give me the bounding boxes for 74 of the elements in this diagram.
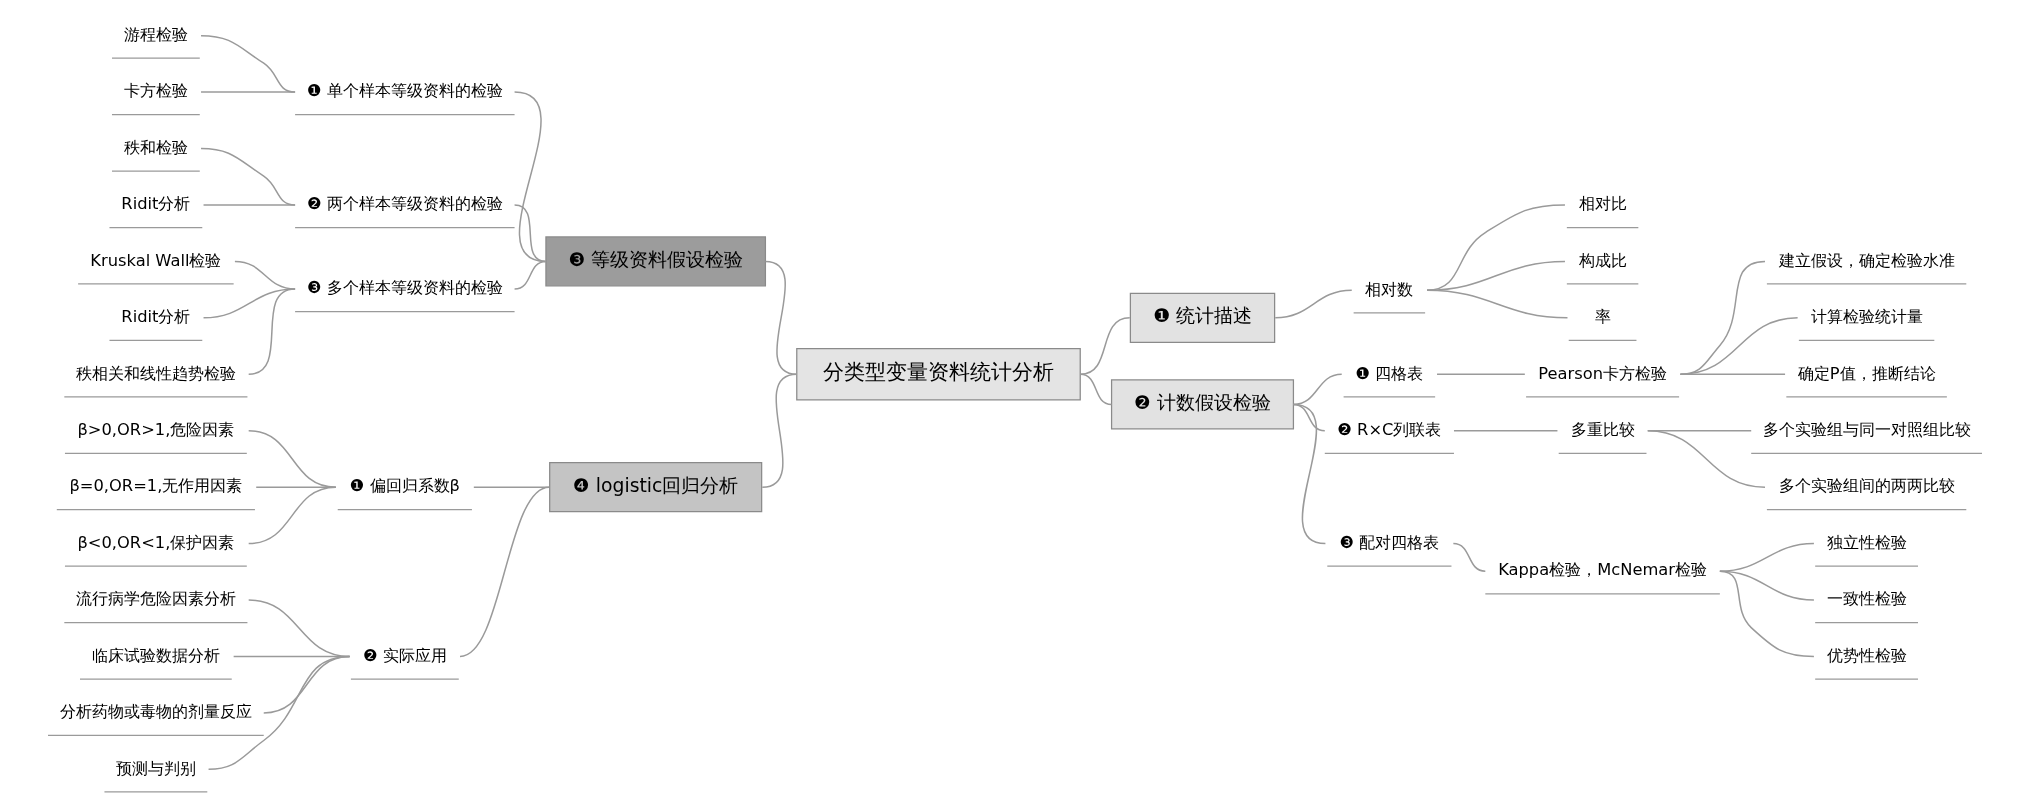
- connector: [1274, 289, 1352, 319]
- connector: [207, 655, 350, 771]
- connector: [513, 260, 547, 290]
- connector: [458, 486, 550, 658]
- connector: [247, 429, 337, 488]
- node-text: ❶ 四格表: [1354, 363, 1423, 383]
- connector: [1425, 204, 1566, 291]
- node-text: 相对数: [1364, 279, 1413, 299]
- node-text: ❶ 偏回归系数β: [349, 476, 460, 496]
- connector: [1718, 570, 1815, 601]
- node-text: 预测与判别: [115, 758, 196, 778]
- connector: [202, 204, 296, 206]
- node-text: 卡方检验: [123, 81, 188, 101]
- node-text: β=0,OR=1,无作用因素: [68, 476, 242, 496]
- node-text: ❷ 两个样本等级资料的检验: [306, 194, 503, 214]
- node-text: Ridit分析: [120, 307, 190, 327]
- connector: [1452, 429, 1558, 432]
- connector: [199, 34, 296, 93]
- connector: [199, 147, 296, 206]
- node-text: 构成比: [1578, 250, 1627, 270]
- node-box: 分类型变量资料统计分析: [795, 347, 1081, 401]
- connector: [764, 260, 798, 376]
- node-text: 分析药物或毒物的剂量反应: [59, 702, 252, 722]
- connector: [1078, 317, 1130, 376]
- node-text: Pearson卡方检验: [1537, 363, 1667, 383]
- node-text: ❶ 单个样本等级资料的检验: [306, 81, 503, 101]
- connector: [247, 288, 296, 376]
- node-text: ❸ 配对四格表: [1338, 532, 1439, 552]
- connector: [1679, 317, 1798, 376]
- node-text: 确定P值，推断结论: [1797, 363, 1936, 383]
- connector: [1646, 429, 1766, 488]
- node-text: 多个实验组与同一对照组比较: [1762, 419, 1971, 439]
- node-text: 优势性检验: [1826, 645, 1907, 665]
- node-text: 相对比: [1578, 194, 1627, 214]
- node-text: β>0,OR>1,危险因素: [76, 419, 234, 439]
- node-box: ❷ 计数假设检验: [1110, 379, 1294, 430]
- node-box: ❹ logistic回归分析: [548, 462, 762, 513]
- connector: [761, 373, 798, 488]
- node-text: 计算检验统计量: [1810, 307, 1923, 327]
- node-text: ❸ 多个样本等级资料的检验: [306, 278, 503, 298]
- node-text: 游程检验: [123, 24, 188, 44]
- node-text: 多个实验组间的两两比较: [1778, 476, 1955, 496]
- node-text: 率: [1594, 307, 1611, 327]
- node-text: ❷ 实际应用: [362, 645, 447, 665]
- node-text: 临床试验数据分析: [91, 645, 220, 665]
- node-text: Kruskal Wall检验: [89, 250, 221, 270]
- connector: [1452, 542, 1486, 572]
- node-text: β<0,OR<1,保护因素: [76, 532, 234, 552]
- node-text: 独立性检验: [1826, 532, 1907, 552]
- node-text: Ridit分析: [120, 194, 190, 214]
- connector: [1425, 289, 1568, 319]
- connector: [1078, 373, 1112, 406]
- node-box: ❶ 统计描述: [1129, 292, 1275, 343]
- connector: [247, 486, 337, 545]
- connector: [1718, 570, 1815, 658]
- connector: [513, 91, 547, 263]
- node-text: 秩和检验: [123, 137, 188, 157]
- node-text: 一致性检验: [1826, 589, 1907, 609]
- connector: [1292, 403, 1326, 545]
- node-text: 秩相关和线性趋势检验: [75, 363, 236, 383]
- connector: [513, 204, 547, 263]
- node-text: 建立假设，确定检验水准: [1778, 250, 1955, 270]
- node-text: ❷ R×C列联表: [1336, 419, 1441, 439]
- connector: [1679, 373, 1786, 376]
- node-text: Kappa检验，McNemar检验: [1497, 560, 1707, 580]
- node-box: ❸ 等级资料假设检验: [544, 236, 766, 287]
- connector: [1425, 260, 1566, 291]
- connector: [254, 486, 337, 488]
- node-text: 流行病学危险因素分析: [75, 589, 236, 609]
- connector: [472, 486, 550, 488]
- connector: [1435, 373, 1526, 376]
- node-text: 多重比较: [1570, 419, 1635, 439]
- connector: [1292, 373, 1342, 406]
- connector: [199, 91, 296, 93]
